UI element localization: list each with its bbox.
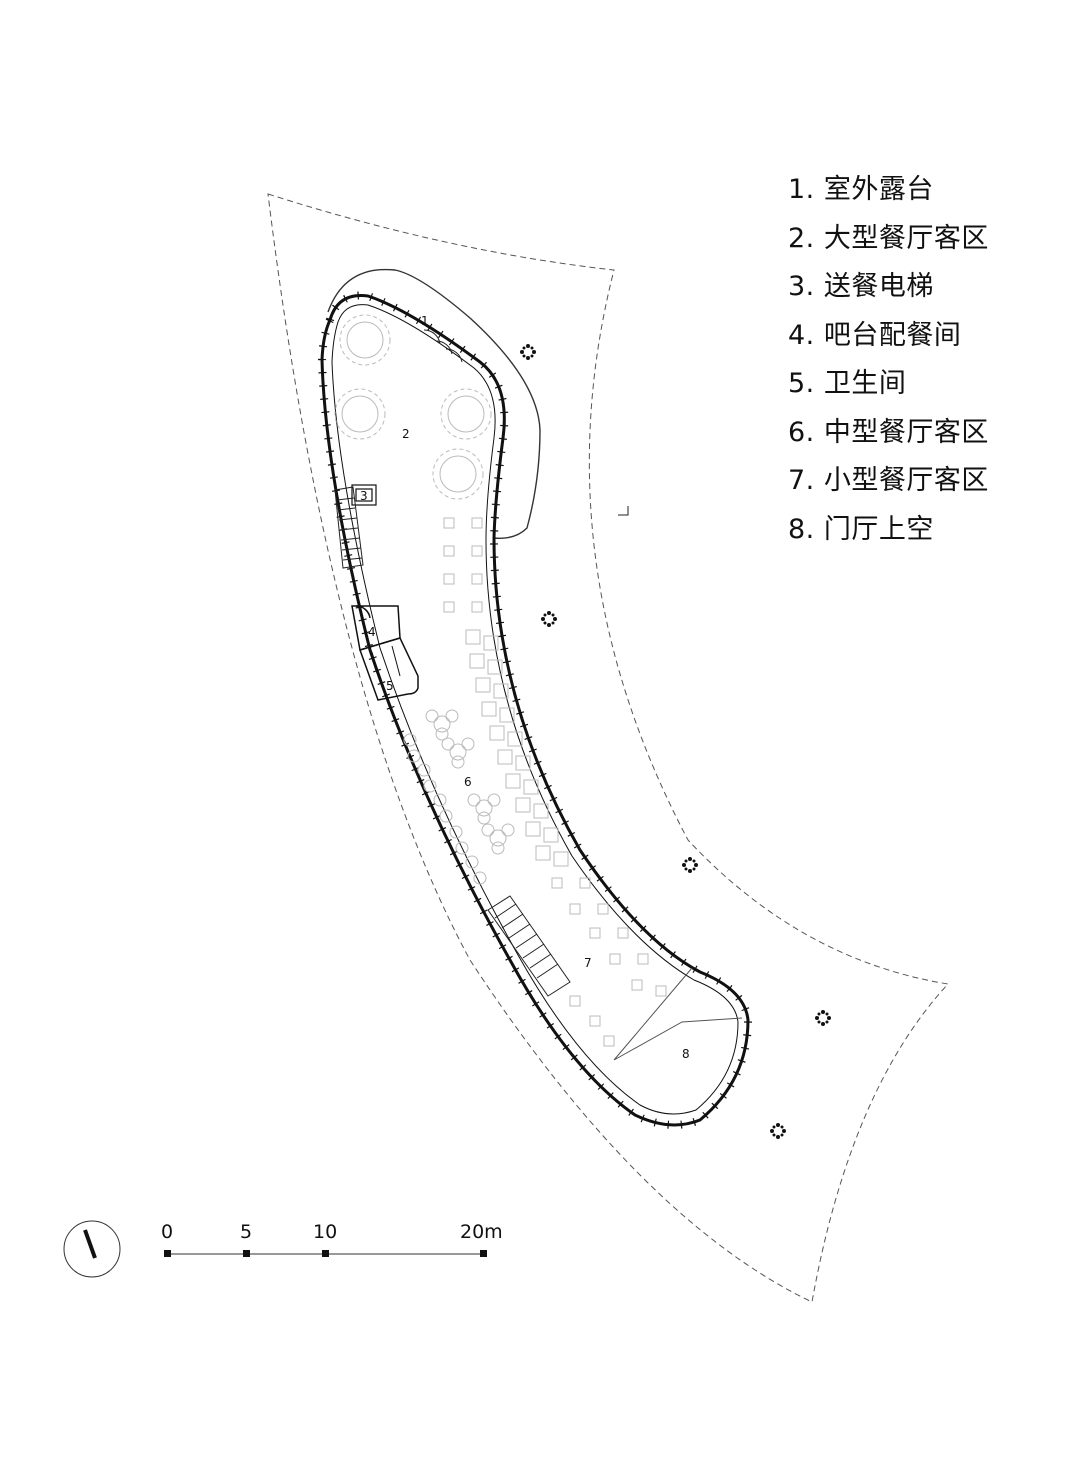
room-label-2: 2 bbox=[402, 427, 410, 441]
room-label-1: 1 bbox=[421, 314, 429, 328]
round-tables-medium bbox=[403, 709, 515, 885]
room-label-3: 3 bbox=[360, 489, 368, 503]
legend-item: 7. 小型餐厅客区 bbox=[788, 465, 989, 496]
outdoor-terrace-outline bbox=[327, 268, 541, 539]
facade-fins bbox=[317, 291, 753, 1129]
room-label-8: 8 bbox=[682, 1047, 690, 1061]
room-label-4: 4 bbox=[368, 625, 376, 639]
small-tables-lower bbox=[551, 877, 667, 1047]
scale-tick-20m: 20m bbox=[460, 1221, 503, 1243]
scale-tick-5: 5 bbox=[240, 1221, 252, 1243]
legend-list: 1. 室外露台 2. 大型餐厅客区 3. 送餐电梯 4. 吧台配餐间 5. 卫生… bbox=[788, 166, 989, 554]
section-mark bbox=[618, 506, 629, 516]
terrace-doors bbox=[423, 329, 463, 363]
scale-tick-10: 10 bbox=[313, 1221, 337, 1243]
legend-item: 8. 门厅上空 bbox=[788, 513, 934, 545]
bar-pantry-room bbox=[351, 605, 401, 651]
legend-item: 6. 中型餐厅客区 bbox=[788, 416, 989, 448]
stair-lower bbox=[487, 895, 571, 997]
legend-item: 1. 室外露台 bbox=[788, 174, 934, 205]
scale-bar: 0 5 10 20m bbox=[161, 1221, 503, 1257]
scale-tick-0: 0 bbox=[161, 1221, 173, 1243]
room-label-6: 6 bbox=[464, 775, 472, 789]
site-boundary bbox=[267, 193, 949, 1303]
building-outline bbox=[320, 294, 750, 1127]
legend-item: 5. 卫生间 bbox=[788, 368, 907, 399]
stair-upper bbox=[334, 486, 364, 569]
building-inner-wall bbox=[331, 304, 739, 1115]
legend-item: 4. 吧台配餐间 bbox=[788, 319, 962, 351]
restroom bbox=[359, 637, 419, 701]
north-arrow-icon bbox=[63, 1220, 121, 1278]
legend-item: 3. 送餐电梯 bbox=[788, 271, 934, 302]
booth-seating bbox=[465, 629, 569, 867]
tree-icons bbox=[520, 344, 831, 1139]
lobby-void-lines bbox=[613, 967, 743, 1061]
dumbwaiter bbox=[351, 484, 377, 506]
room-label-7: 7 bbox=[584, 956, 592, 970]
round-tables-large bbox=[334, 314, 492, 500]
small-tables-upper bbox=[443, 517, 483, 613]
room-label-5: 5 bbox=[386, 679, 394, 693]
legend-item: 2. 大型餐厅客区 bbox=[788, 222, 989, 254]
